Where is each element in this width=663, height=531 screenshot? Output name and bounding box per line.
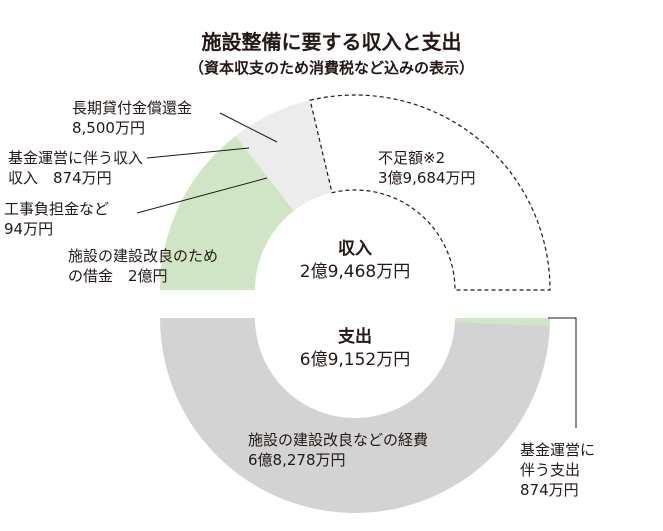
label-fund-income: 基金運営に伴う収入収入 874万円 [8,149,144,187]
income-slice-0 [160,136,294,290]
chart-subtitle: （資本収支のため消費税など込みの表示） [188,59,474,77]
expenditure-slice-1 [160,318,550,514]
leader-fund-expense [548,317,577,428]
leader-loan-repayment [219,112,278,143]
label-borrowing: 施設の建設改良のための借金 2億円 [68,247,219,285]
income-slice-4 [309,94,551,291]
expenditure-slice-0 [454,318,551,326]
income-slice-1 [235,135,294,212]
income-slice-2 [235,131,298,211]
income-slice-3 [241,100,333,209]
chart-title: 施設整備に要する収入と支出 [201,30,462,54]
leader-construction-contribution [136,177,268,214]
leader-fund-income [146,147,250,159]
